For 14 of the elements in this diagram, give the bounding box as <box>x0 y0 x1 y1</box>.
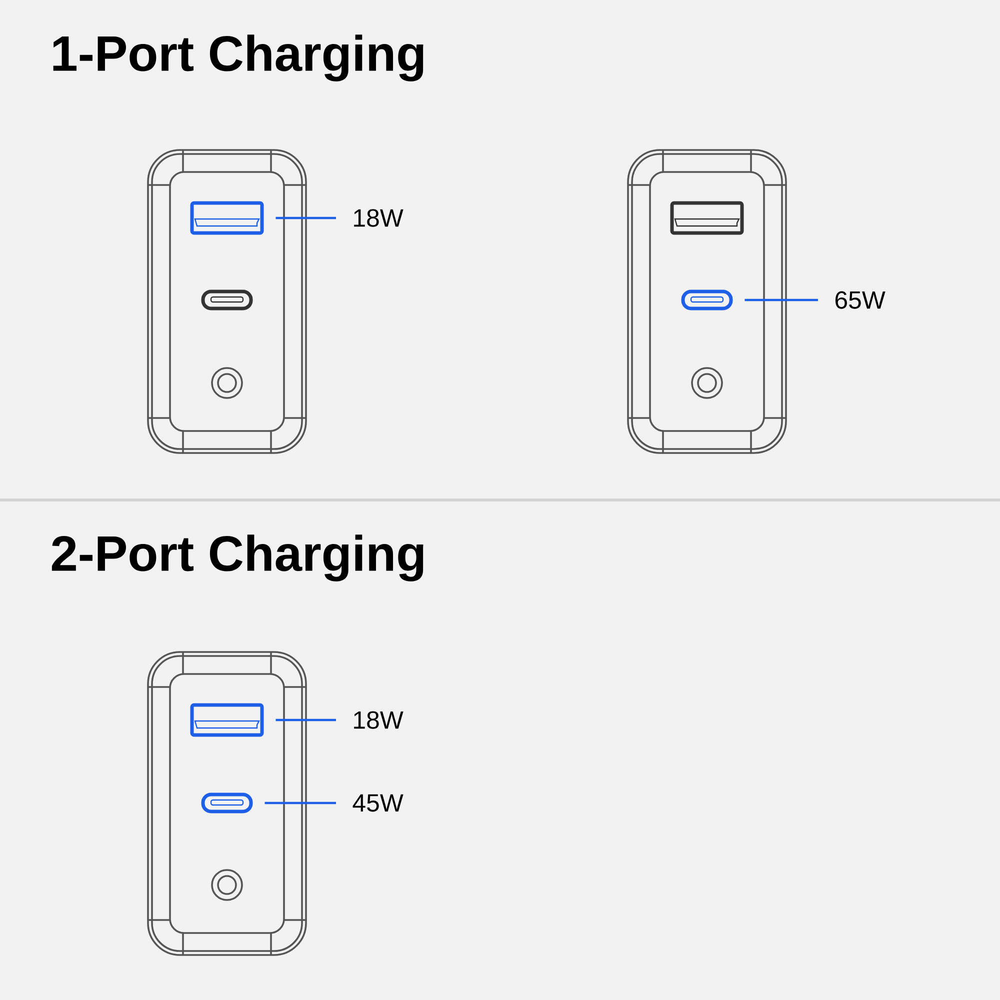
power-label: 18W <box>354 711 404 729</box>
power-label: 65W <box>835 291 886 309</box>
leader-line <box>276 718 336 722</box>
power-label: 45W <box>352 794 404 812</box>
usb-c-port <box>681 290 733 310</box>
section-heading: 1-Port Charging <box>53 34 424 82</box>
leader-line <box>744 298 818 302</box>
usb-a-port <box>190 201 264 235</box>
usb-a-port <box>190 703 264 737</box>
power-label: 18W <box>354 209 404 227</box>
leader-line <box>276 216 336 220</box>
leader-line <box>264 802 336 804</box>
usb-c-port <box>201 792 253 814</box>
section-heading: 2-Port Charging <box>52 534 424 582</box>
